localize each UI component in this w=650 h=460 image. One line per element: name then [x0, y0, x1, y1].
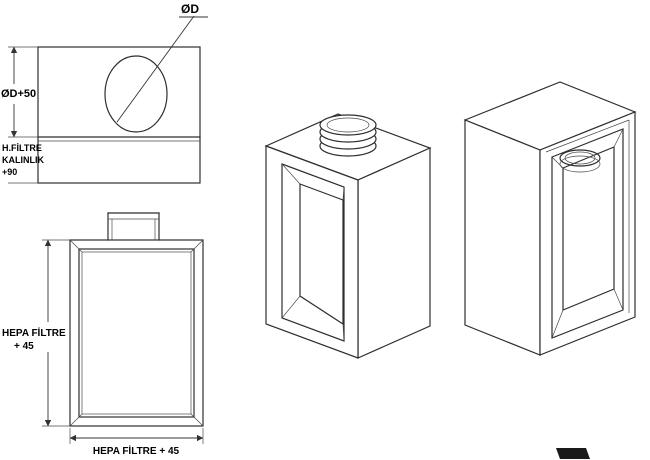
filter-note-line3: +90	[2, 167, 17, 177]
iso-front-opening	[281, 163, 345, 342]
duct-leader	[116, 15, 208, 123]
open-interior-collar	[559, 149, 601, 173]
collar-front	[107, 212, 160, 241]
front-view: HEPA FİLTRE + 45 HEPA FİLTRE + 45	[2, 212, 204, 457]
front-view-width-dimension	[69, 428, 204, 444]
iso-view-closed	[264, 113, 432, 359]
filter-frame-outer	[78, 248, 195, 418]
top-view-outline	[37, 46, 201, 184]
frame-corner-mitres	[69, 239, 204, 427]
open-frame-thickness-top	[545, 119, 630, 153]
open-interior	[552, 129, 623, 338]
width-dim-label: HEPA FİLTRE + 45	[93, 444, 180, 457]
filter-note-line1: H.FİLTRE	[2, 143, 42, 153]
filter-frame-inner	[81, 251, 192, 415]
filter-thickness-note: H.FİLTRE KALINLIK +90	[2, 143, 44, 177]
filter-box-outline	[69, 239, 204, 427]
iso-collar-opening	[326, 117, 370, 133]
footer-mark	[556, 448, 590, 459]
front-view-height-dimension	[42, 239, 70, 427]
open-left-face	[464, 119, 541, 356]
filter-note-line2: KALINLIK	[2, 155, 44, 165]
iso-view-open	[463, 81, 637, 356]
duct-circle	[104, 55, 168, 133]
top-view-height-dim-label: ØD+50	[1, 88, 36, 100]
iso-duct-collar	[319, 114, 377, 157]
top-view: ØD ØD+50 H.FİLTRE KALINLIK +90	[1, 2, 208, 184]
height-dim-label-line2: + 45	[14, 341, 34, 352]
iso-interior	[282, 164, 344, 341]
height-dim-label-line1: HEPA FİLTRE	[2, 326, 66, 339]
iso-side-face	[357, 147, 431, 359]
duct-diameter-label: ØD	[181, 2, 199, 16]
